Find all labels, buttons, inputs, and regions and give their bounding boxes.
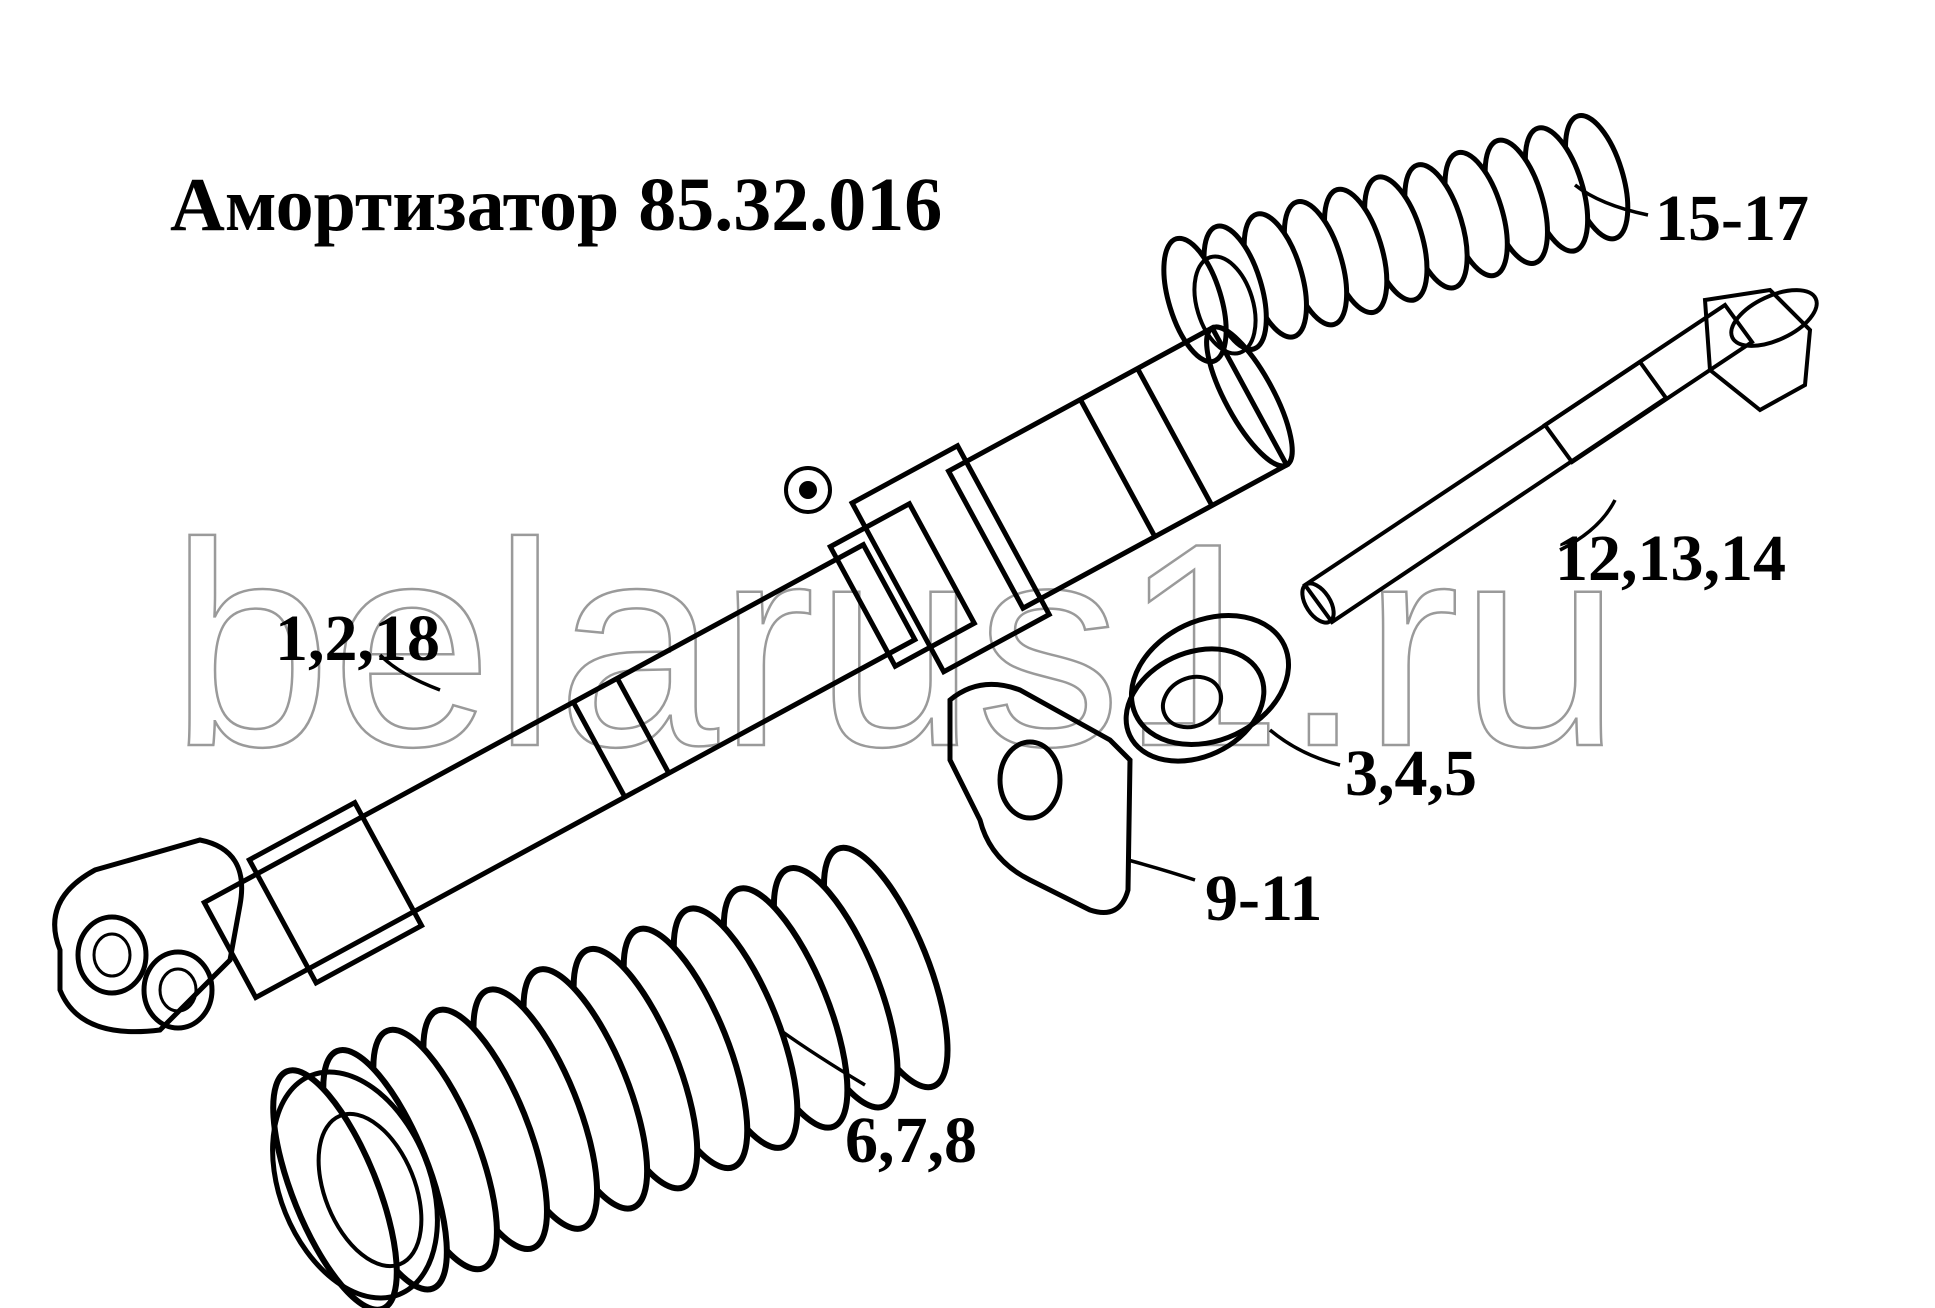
rubber-bushing-part bbox=[1123, 613, 1292, 764]
diagram-title: Амортизатор 85.32.016 bbox=[170, 163, 942, 247]
mounting-plate-part bbox=[947, 681, 1133, 915]
spring-coil bbox=[270, 1067, 400, 1308]
callout-3-4-5: 3,4,5 bbox=[1345, 737, 1477, 810]
small-spring-part bbox=[1161, 113, 1631, 365]
bolt-part bbox=[1300, 287, 1819, 625]
leader-lines bbox=[378, 183, 1649, 1087]
clevis-eye bbox=[52, 837, 245, 1035]
callout-12-13-14: 12,13,14 bbox=[1555, 522, 1786, 595]
callout-6-7-8: 6,7,8 bbox=[845, 1104, 977, 1177]
callout-9-11: 9-11 bbox=[1205, 862, 1322, 935]
callout-15-17: 15-17 bbox=[1655, 182, 1809, 255]
shock-absorber-body bbox=[52, 324, 1295, 1035]
callout-1-2-18: 1,2,18 bbox=[275, 602, 440, 675]
large-spring-part bbox=[270, 844, 951, 1308]
